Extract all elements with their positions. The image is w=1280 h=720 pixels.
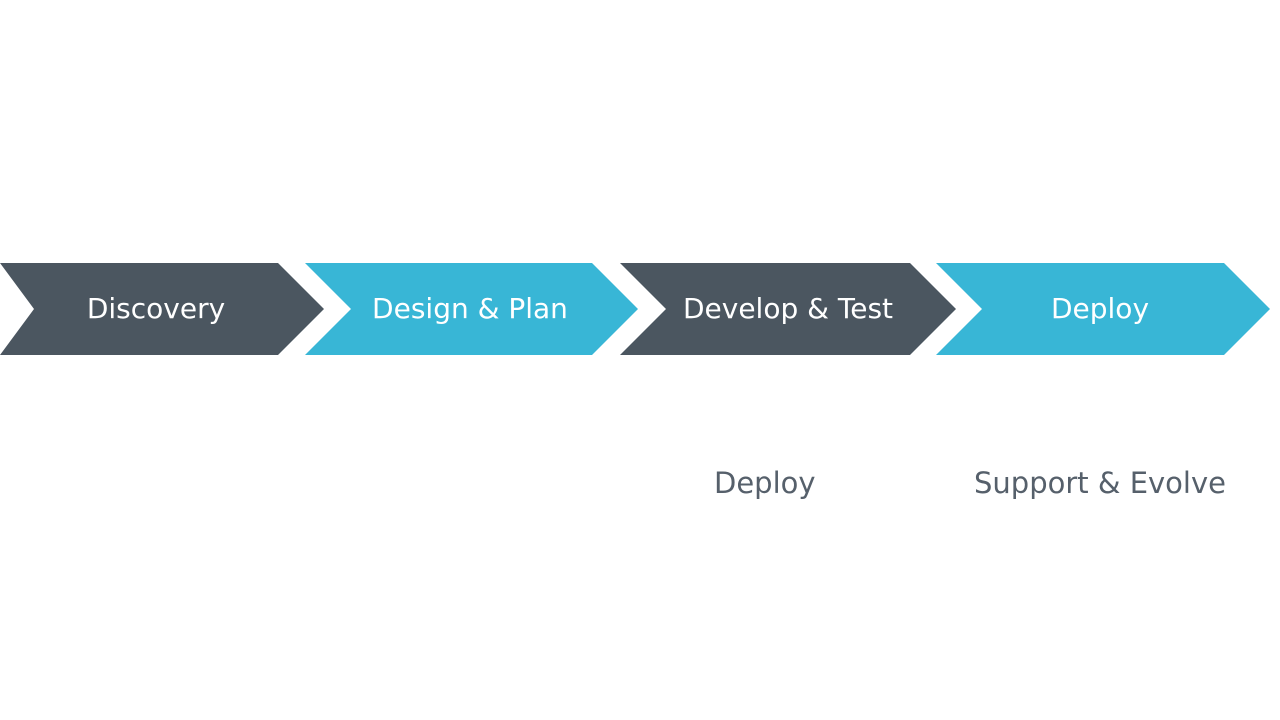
chevron-shape <box>0 263 324 355</box>
chevron-shape <box>305 263 638 355</box>
sub-label-deploy: Deploy <box>714 466 816 500</box>
chevron-step-label: Discovery <box>87 292 225 325</box>
chevron-step-label: Design & Plan <box>372 292 568 325</box>
chevron-step-label: Develop & Test <box>683 292 893 325</box>
chevron-step-label: Deploy <box>1051 292 1149 325</box>
sub-label-support-evolve: Support & Evolve <box>974 466 1226 500</box>
chevron-step-design-plan: Design & Plan <box>305 263 638 355</box>
chevron-step-develop-test: Develop & Test <box>620 263 956 355</box>
chevron-shape <box>936 263 1270 355</box>
chevron-step-deploy: Deploy <box>936 263 1270 355</box>
chevron-step-discovery: Discovery <box>0 263 324 355</box>
chevron-shape <box>620 263 956 355</box>
